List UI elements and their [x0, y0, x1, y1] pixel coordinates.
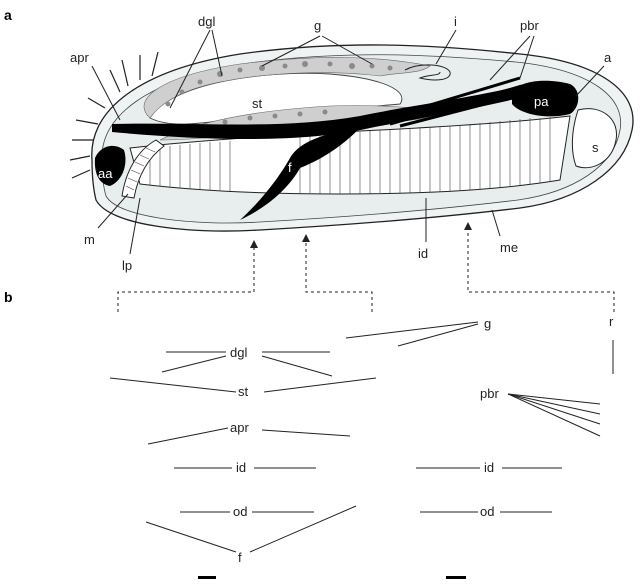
label-pa: pa — [534, 94, 549, 109]
panel-b-right: g r pbr id od — [346, 314, 614, 579]
label-b-od-left: od — [233, 504, 247, 519]
label-m: m — [84, 232, 95, 247]
label-b-od-right: od — [480, 504, 494, 519]
label-dgl: dgl — [198, 14, 215, 29]
label-lp: lp — [122, 258, 132, 273]
label-b-g: g — [484, 316, 491, 331]
label-b-dgl: dgl — [230, 345, 247, 360]
label-aa: aa — [98, 166, 113, 181]
label-b-f: f — [238, 550, 242, 565]
label-st: st — [252, 96, 263, 111]
label-id: id — [418, 246, 428, 261]
label-f: f — [288, 160, 292, 175]
label-b-id-right: id — [484, 460, 494, 475]
section-indicators — [118, 228, 614, 312]
label-b-r: r — [609, 314, 614, 329]
label-apr: apr — [70, 50, 89, 65]
body-diagram — [70, 45, 633, 231]
label-b-id-left: id — [236, 460, 246, 475]
label-b-st: st — [238, 384, 249, 399]
scale-bar-right — [446, 576, 466, 579]
panel-label-a: a — [4, 7, 12, 23]
label-i: i — [454, 14, 457, 29]
scale-bar-left — [198, 576, 216, 579]
label-g: g — [314, 18, 321, 33]
label-b-pbr: pbr — [480, 386, 499, 401]
label-b-apr: apr — [230, 420, 249, 435]
label-me: me — [500, 240, 518, 255]
panel-label-b: b — [4, 289, 13, 305]
label-s: s — [592, 140, 599, 155]
label-a: a — [604, 50, 612, 65]
panel-b-left: dgl st apr id od f — [110, 345, 376, 579]
label-pbr: pbr — [520, 18, 539, 33]
